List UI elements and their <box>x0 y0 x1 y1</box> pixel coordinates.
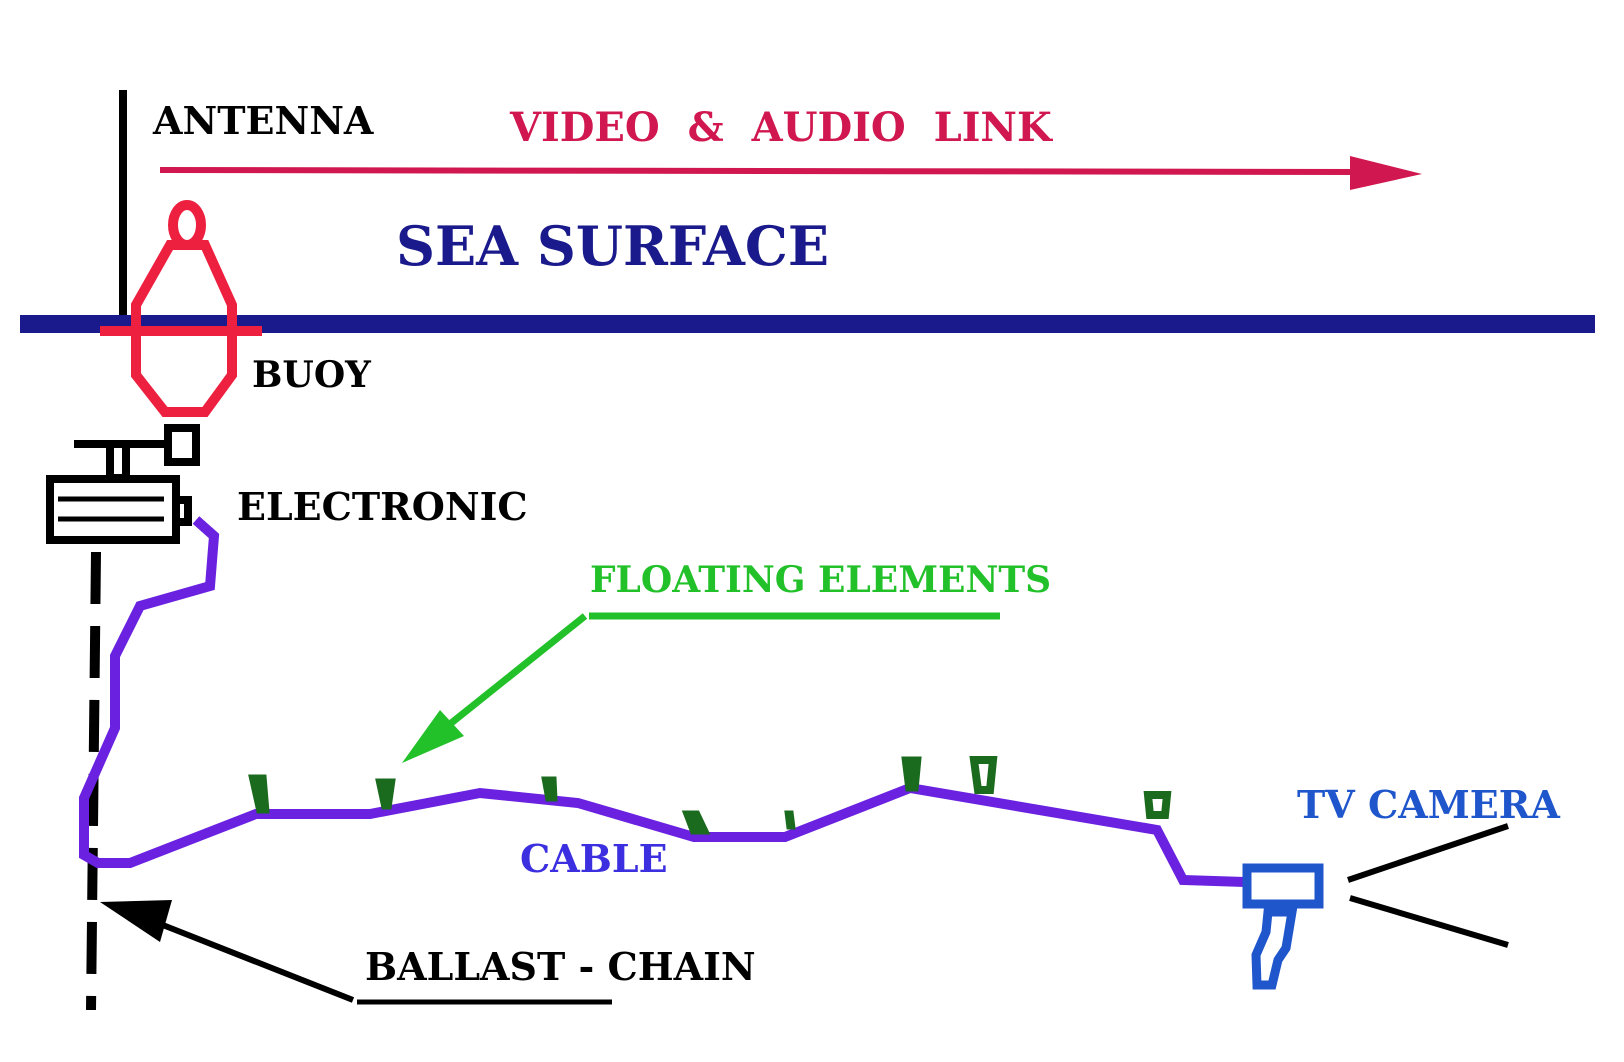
floating-elements-pointer <box>402 612 1000 763</box>
floating-elements-label: FLOATING ELEMENTS <box>590 559 1051 601</box>
camera-view-lines <box>1347 823 1509 948</box>
buoy-label: BUOY <box>252 354 372 396</box>
antenna-label: ANTENNA <box>152 98 374 143</box>
cable-label: CABLE <box>520 836 668 881</box>
tv-camera-shape <box>1242 863 1324 990</box>
cable-line <box>79 516 1246 887</box>
buoy-shape <box>100 200 262 417</box>
electronic-unit <box>46 424 200 544</box>
tv-camera-label: TV CAMERA <box>1297 782 1560 827</box>
video-audio-link-arrow <box>159 156 1422 190</box>
ballast-chain-pointer <box>100 900 612 1005</box>
ballast-chain-label: BALLAST - CHAIN <box>365 944 756 989</box>
sea-surface-label: SEA SURFACE <box>396 214 829 278</box>
video-audio-link-label: VIDEO & AUDIO LINK <box>509 104 1053 151</box>
floating-elements <box>248 756 1172 835</box>
electronic-label: ELECTRONIC <box>237 484 528 529</box>
